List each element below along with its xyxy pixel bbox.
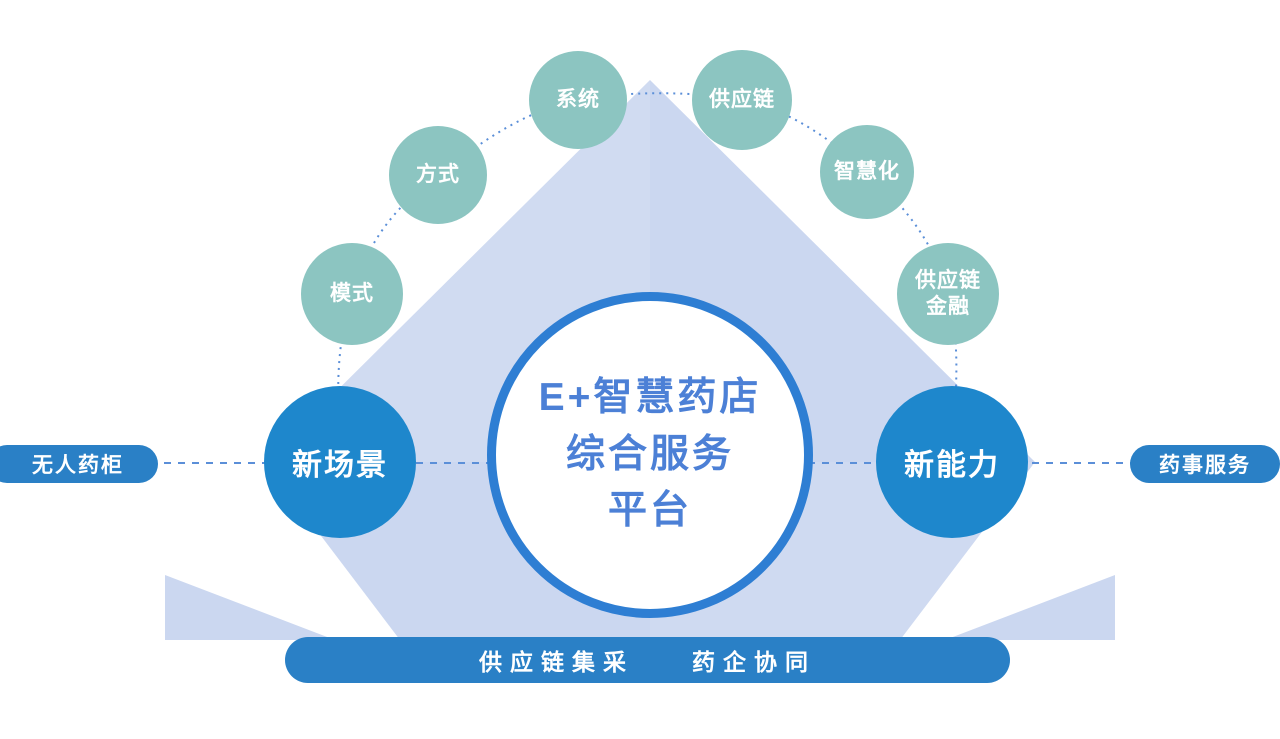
node-new-scenario: 新场景 (264, 386, 416, 538)
backdrop-triangle-left (165, 575, 335, 640)
satellite-label: 系统 (556, 87, 600, 111)
bottom-banner-pill: 供应链集采 药企协同 (285, 637, 1010, 683)
satellite-node-system: 系统 (529, 51, 627, 149)
satellite-node-method: 方式 (389, 126, 487, 224)
satellite-label: 模式 (330, 281, 374, 305)
center-platform-circle: E+智慧药店 综合服务 平台 (487, 292, 813, 618)
pill-unmanned-medicine-cabinet: 无人药柜 (0, 445, 158, 483)
pill-pharmaceutical-service: 药事服务 (1130, 445, 1280, 483)
node-new-capability: 新能力 (876, 386, 1028, 538)
satellite-node-intelligence: 智慧化 (820, 125, 914, 219)
node-label: 新场景 (292, 449, 388, 482)
satellite-label: 供应链 金融 (915, 268, 981, 318)
node-label: 新能力 (904, 449, 1000, 482)
satellite-node-mode: 模式 (301, 243, 403, 345)
center-platform-label: E+智慧药店 综合服务 平台 (538, 376, 762, 533)
pill-label: 无人药柜 (32, 454, 124, 477)
satellite-node-supply-chain: 供应链 (692, 50, 792, 150)
pill-label: 药事服务 (1159, 454, 1251, 477)
bottom-banner-label-collaboration: 药企协同 (692, 649, 816, 675)
bottom-banner-label-procurement: 供应链集采 (479, 649, 634, 675)
satellite-label: 供应链 (709, 87, 775, 111)
satellite-node-supply-chain-finance: 供应链 金融 (897, 243, 999, 345)
satellite-label: 智慧化 (834, 159, 900, 183)
satellite-label: 方式 (416, 162, 460, 186)
backdrop-triangle-right (945, 575, 1115, 640)
